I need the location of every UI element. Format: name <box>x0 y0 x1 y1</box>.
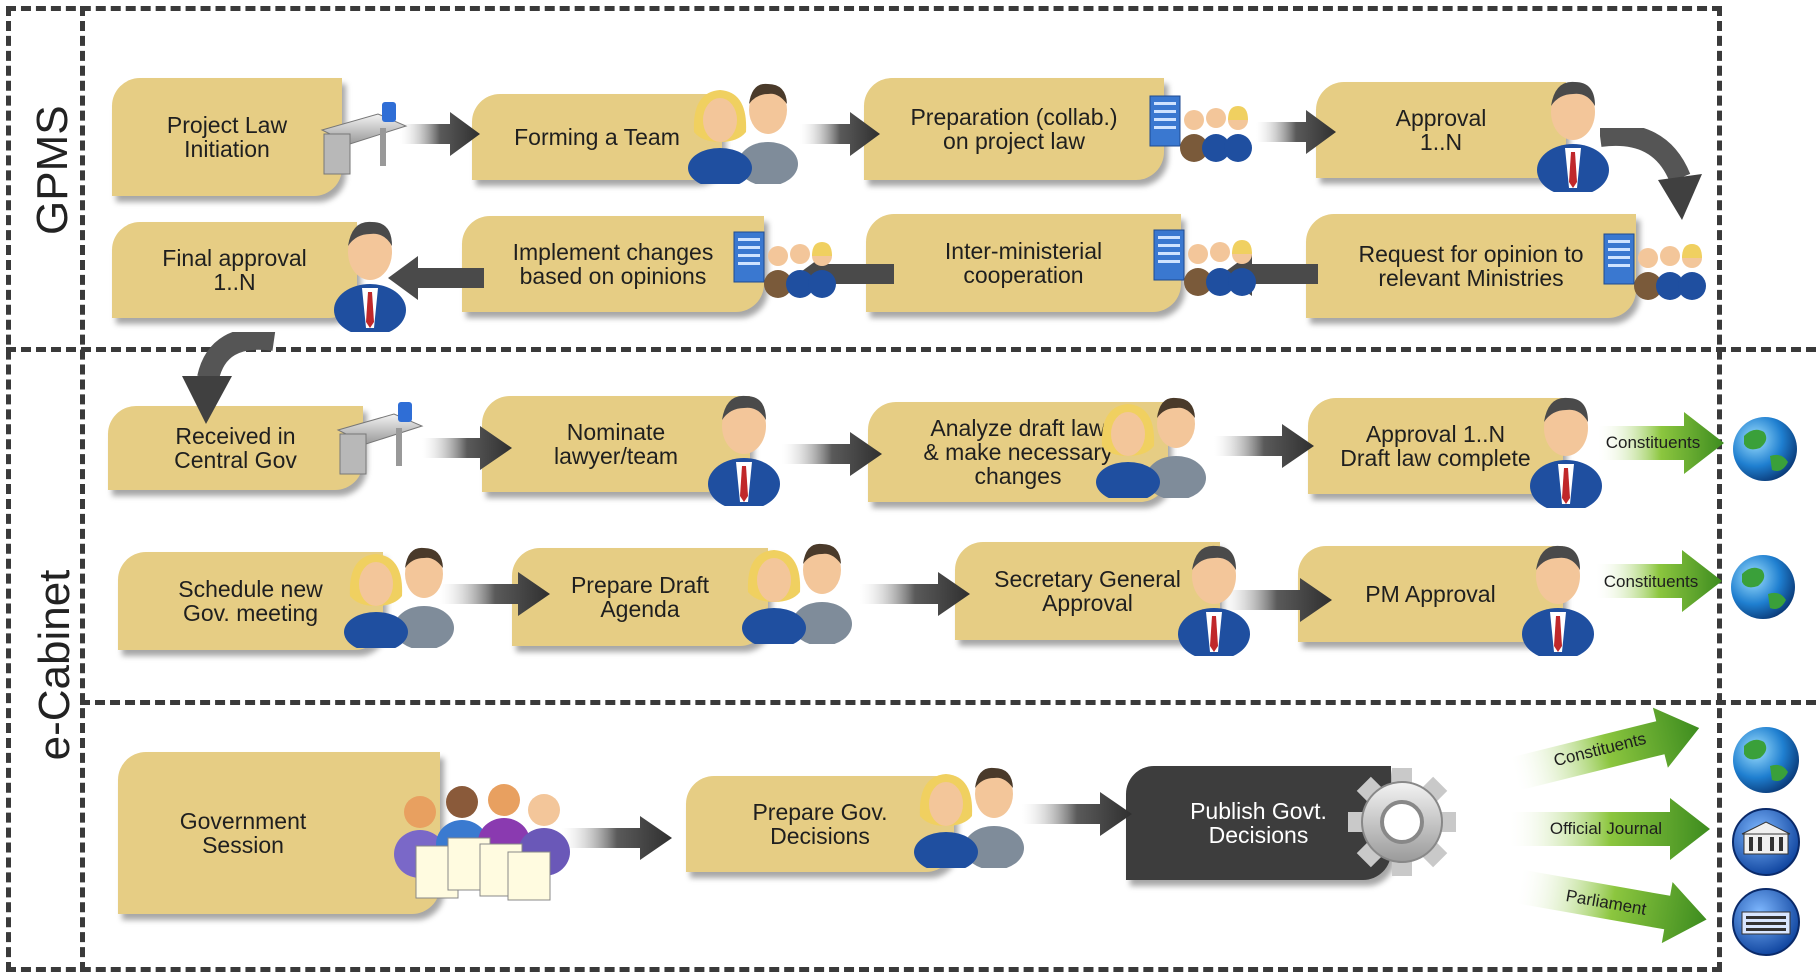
output-arrow-official-journal <box>1510 798 1710 860</box>
step-received-central-gov: Received in Central Gov <box>108 406 363 490</box>
output-arrow-parliament <box>1516 869 1707 944</box>
flow-arrow-1 <box>400 112 480 156</box>
ministry-icon <box>1603 233 1706 300</box>
flow-arrow-6 <box>1214 424 1314 468</box>
globe-icon <box>1731 555 1795 619</box>
businessman-icon <box>708 395 780 506</box>
step-publish-decisions: Publish Govt. Decisions <box>1126 766 1391 880</box>
ministry-icon <box>1149 95 1252 162</box>
step-approval-1n: Approval 1..N <box>1316 82 1566 178</box>
flow-arrow-10 <box>562 816 672 860</box>
flow-arrow-curve-down-right <box>1600 128 1702 220</box>
flow-arrow-4 <box>422 426 512 470</box>
flow-arrow-11 <box>1022 792 1132 836</box>
flow-arrow-3 <box>1256 110 1336 154</box>
outer-frame <box>6 6 1722 972</box>
step-final-approval: Final approval 1..N <box>112 222 357 318</box>
meeting-group-icon <box>394 784 570 901</box>
step-project-law-initiation: Project Law Initiation <box>112 78 342 196</box>
team-icon <box>688 83 798 184</box>
step-preparation: Preparation (collab.) on project law <box>864 78 1164 180</box>
globe-icon <box>1733 727 1799 793</box>
lane-label-ecabinet: e-Cabinet <box>30 569 79 761</box>
flow-arrow-left-3 <box>388 256 484 300</box>
step-schedule-meeting: Schedule new Gov. meeting <box>118 552 383 650</box>
parliament-building-icon <box>1732 888 1800 956</box>
step-approval-draft-complete: Approval 1..N Draft law complete <box>1308 398 1563 494</box>
flow-arrow-2 <box>800 112 880 156</box>
desk-icon <box>320 102 408 175</box>
output-label-official-journal: Official Journal <box>1549 819 1663 838</box>
ministry-icon <box>733 231 836 298</box>
lane-divider-vertical <box>80 6 85 972</box>
lane-divider-gpms-ecabinet <box>6 347 1816 352</box>
step-prepare-agenda: Prepare Draft Agenda <box>512 548 768 646</box>
flow-arrow-7 <box>440 572 550 616</box>
step-government-session: Government Session <box>118 752 440 914</box>
flow-arrow-8 <box>860 572 970 616</box>
output-label-constituents: Constituents <box>1603 572 1699 591</box>
flow-arrow-curve-down-left <box>182 332 276 424</box>
step-secretary-general: Secretary General Approval <box>955 542 1220 640</box>
lane-label-gpms: GPMS <box>28 105 77 235</box>
businessman-icon <box>1530 397 1602 508</box>
step-implement-changes: Implement changes based on opinions <box>462 216 764 312</box>
team-icon <box>742 543 852 644</box>
output-arrow-constituents <box>1598 412 1724 474</box>
output-label-constituents: Constituents <box>1605 433 1701 452</box>
businessman-icon <box>1522 545 1594 656</box>
team-icon <box>344 547 454 648</box>
team-icon <box>1096 397 1206 498</box>
businessman-icon <box>334 221 406 332</box>
step-prepare-decisions: Prepare Gov. Decisions <box>686 776 954 872</box>
official-journal-building-icon <box>1732 808 1800 876</box>
output-arrow-constituents <box>1510 707 1700 791</box>
step-pm-approval: PM Approval <box>1298 546 1563 642</box>
flow-arrow-9 <box>1222 578 1332 622</box>
businessman-icon <box>1537 81 1609 192</box>
step-nominate-lawyer: Nominate lawyer/team <box>482 396 750 492</box>
globe-icon <box>1733 417 1797 481</box>
step-request-opinion: Request for opinion to relevant Ministri… <box>1306 214 1636 318</box>
team-icon <box>914 767 1024 868</box>
gear-icon <box>1348 768 1456 876</box>
desk-icon <box>336 402 424 475</box>
ministry-icon <box>1153 229 1256 296</box>
output-arrow-constituents <box>1596 550 1722 612</box>
step-inter-ministerial: Inter-ministerial cooperation <box>866 214 1181 312</box>
businessman-icon <box>1178 545 1250 656</box>
flow-arrow-5 <box>782 432 882 476</box>
lane-divider-ecabinet-session <box>80 700 1816 705</box>
step-forming-a-team: Forming a Team <box>472 94 722 180</box>
